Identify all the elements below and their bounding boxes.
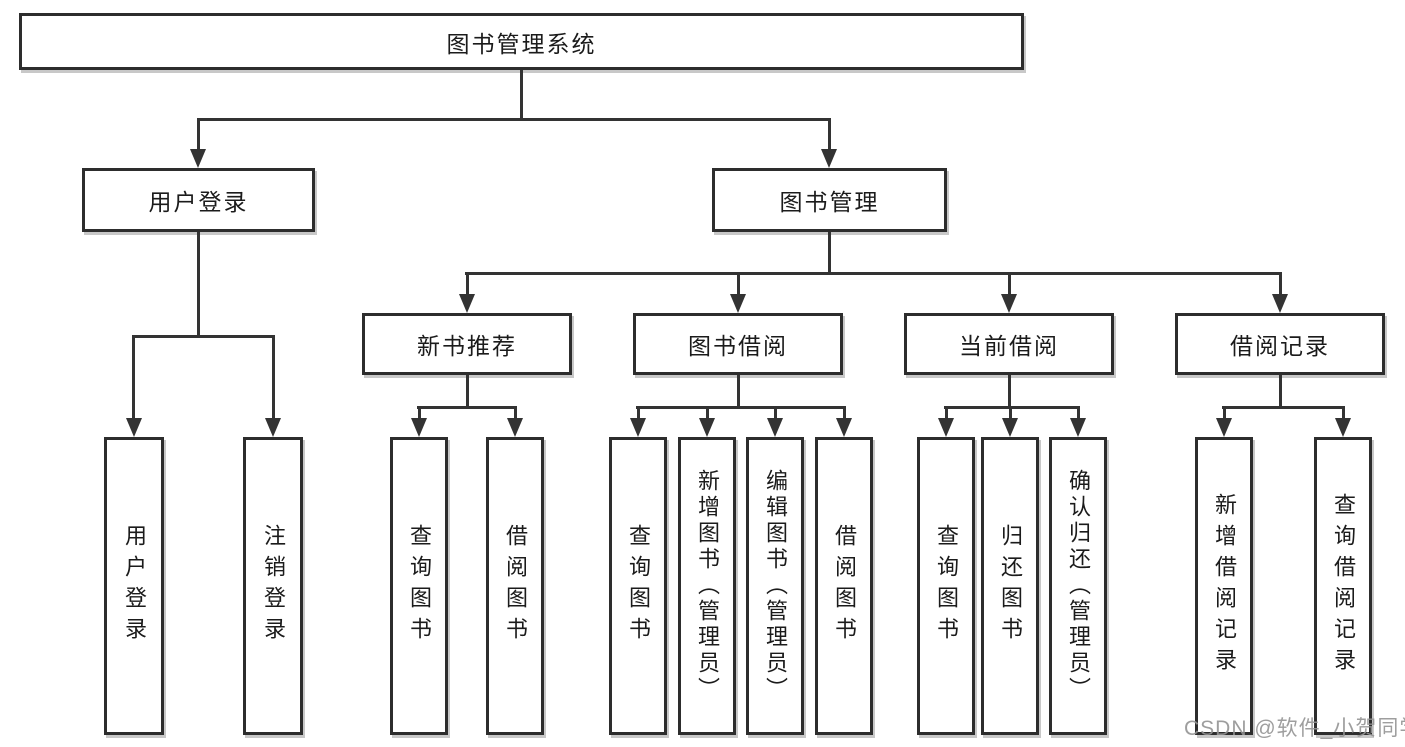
leaf-label: 编辑图书（管理员） (763, 469, 788, 703)
connector-line (132, 335, 135, 420)
node-label: 借阅记录 (1230, 333, 1330, 359)
connector-line (1009, 406, 1012, 420)
connector-line (514, 406, 517, 420)
connector-line (828, 118, 831, 152)
node-library-system: 图书管理系统 (19, 13, 1024, 70)
arrow-down-icon (1001, 294, 1017, 313)
connector-line (637, 406, 640, 420)
connector-line (636, 406, 846, 409)
node-current-borrowing: 当前借阅 (904, 313, 1114, 375)
leaf-label: 借阅图书 (832, 524, 857, 648)
connector-line (1008, 375, 1011, 409)
node-label: 新书推荐 (417, 333, 517, 359)
connector-line (197, 118, 831, 121)
leaf-user-login: 用户登录 (104, 437, 164, 735)
connector-line (1008, 272, 1011, 296)
connector-line (1342, 406, 1345, 420)
arrow-down-icon (265, 418, 281, 437)
arrow-down-icon (699, 418, 715, 437)
connector-line (843, 406, 846, 420)
node-borrowing-records: 借阅记录 (1175, 313, 1385, 375)
arrow-down-icon (1335, 418, 1351, 437)
connector-line (706, 406, 709, 420)
arrow-down-icon (1070, 418, 1086, 437)
connector-line (197, 232, 200, 338)
leaf-borrow-books-borrowing: 借阅图书 (815, 437, 873, 735)
connector-line (197, 118, 200, 152)
leaf-label: 查询图书 (407, 524, 432, 648)
leaf-return-book: 归还图书 (981, 437, 1039, 735)
leaf-label: 新增图书（管理员） (695, 469, 720, 703)
leaf-logout: 注销登录 (243, 437, 303, 735)
connector-line (466, 375, 469, 409)
leaf-label: 用户登录 (122, 524, 147, 648)
arrow-down-icon (730, 294, 746, 313)
connector-line (1223, 406, 1226, 420)
leaf-add-borrow-record: 新增借阅记录 (1195, 437, 1253, 735)
leaf-query-books-current: 查询图书 (917, 437, 975, 735)
arrow-down-icon (507, 418, 523, 437)
connector-line (737, 272, 740, 296)
leaf-label: 新增借阅记录 (1212, 493, 1237, 679)
connector-line (418, 406, 421, 420)
leaf-borrow-books-recommend: 借阅图书 (486, 437, 544, 735)
leaf-confirm-return-admin: 确认归还（管理员） (1049, 437, 1107, 735)
arrow-down-icon (836, 418, 852, 437)
leaf-edit-book-admin: 编辑图书（管理员） (746, 437, 804, 735)
leaf-query-books-recommend: 查询图书 (390, 437, 448, 735)
leaf-label: 注销登录 (261, 524, 286, 648)
leaf-label: 确认归还（管理员） (1066, 469, 1091, 703)
leaf-label: 归还图书 (998, 524, 1023, 648)
node-label: 图书管理系统 (446, 30, 597, 57)
connector-line (1279, 272, 1282, 296)
leaf-label: 借阅图书 (503, 524, 528, 648)
node-label: 当前借阅 (959, 333, 1059, 359)
connector-line (945, 406, 948, 420)
connector-line (132, 335, 275, 338)
node-new-book-recommend: 新书推荐 (362, 313, 572, 375)
arrow-down-icon (459, 294, 475, 313)
leaf-label: 查询图书 (934, 524, 959, 648)
csdn-watermark: CSDN @软件_小贺同学 (1184, 717, 1405, 740)
connector-line (774, 406, 777, 420)
arrow-down-icon (767, 418, 783, 437)
leaf-query-borrow-record: 查询借阅记录 (1314, 437, 1372, 735)
arrow-down-icon (821, 149, 837, 168)
node-book-management: 图书管理 (712, 168, 947, 232)
arrow-down-icon (126, 418, 142, 437)
connector-line (466, 272, 469, 296)
node-label: 图书管理 (779, 189, 880, 215)
connector-line (417, 406, 517, 409)
connector-line (828, 232, 831, 275)
connector-line (944, 406, 1080, 409)
leaf-query-books-borrowing: 查询图书 (609, 437, 667, 735)
connector-line (1279, 375, 1282, 409)
connector-line (1077, 406, 1080, 420)
connector-line (272, 335, 275, 420)
arrow-down-icon (630, 418, 646, 437)
node-label: 用户登录 (148, 189, 249, 215)
leaf-label: 查询借阅记录 (1331, 493, 1356, 679)
leaf-add-book-admin: 新增图书（管理员） (678, 437, 736, 735)
arrow-down-icon (190, 149, 206, 168)
connector-line (465, 272, 1282, 275)
arrow-down-icon (938, 418, 954, 437)
connector-line (737, 375, 740, 409)
arrow-down-icon (1002, 418, 1018, 437)
arrow-down-icon (1216, 418, 1232, 437)
node-book-borrowing: 图书借阅 (633, 313, 843, 375)
arrow-down-icon (1272, 294, 1288, 313)
connector-line (520, 70, 523, 118)
connector-line (1222, 406, 1344, 409)
arrow-down-icon (411, 418, 427, 437)
leaf-label: 查询图书 (626, 524, 651, 648)
node-label: 图书借阅 (688, 333, 788, 359)
node-user-login: 用户登录 (82, 168, 315, 232)
